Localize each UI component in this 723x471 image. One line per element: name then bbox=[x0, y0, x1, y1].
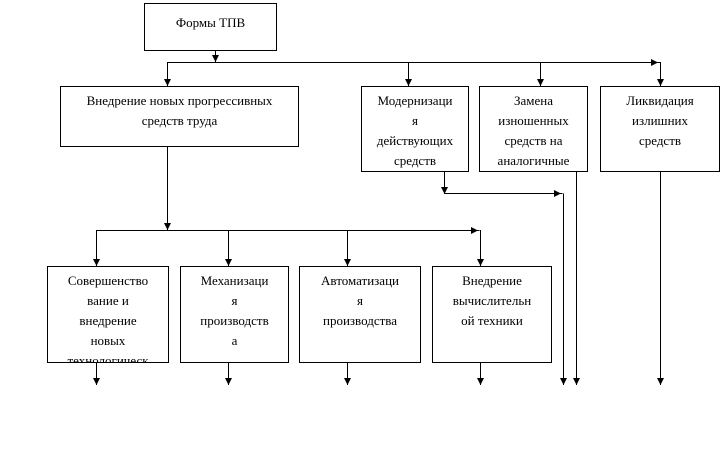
box-new-progressive-means: Внедрение новых прогрессивных средств тр… bbox=[60, 86, 299, 147]
box-automation: Автоматизаци я производства bbox=[299, 266, 421, 363]
box-text-line: средств bbox=[393, 153, 437, 168]
box-text-line: вание и bbox=[87, 293, 129, 308]
box-liquidation: Ликвидация излишних средств bbox=[600, 86, 720, 172]
box-mechanization: Механизаци я производств а bbox=[180, 266, 289, 363]
box-text-line: я bbox=[357, 293, 363, 308]
box-computing-technology: Внедрение вычислительн ой техники bbox=[432, 266, 552, 363]
box-text-line: Внедрение новых прогрессивных bbox=[86, 93, 273, 108]
box-modernization: Модернизаци я действующих средств bbox=[361, 86, 469, 172]
box-text-line: изношенных bbox=[498, 113, 569, 128]
box-text-line: действующих bbox=[376, 133, 454, 148]
box-text-line: производств bbox=[200, 313, 269, 328]
box-text-line: аналогичные bbox=[497, 153, 570, 168]
box-text-line: средств на bbox=[504, 133, 563, 148]
box-text-line: средств труда bbox=[141, 113, 218, 128]
box-text-line: Ликвидация bbox=[626, 93, 694, 108]
box-text-line: я bbox=[231, 293, 238, 308]
box-text-line: средств bbox=[638, 133, 682, 148]
box-text-line: ой техники bbox=[461, 313, 523, 328]
box-text-line: производства bbox=[322, 313, 398, 328]
box-technology-improvement: Совершенство вание и внедрение новых тех… bbox=[47, 266, 169, 363]
box-replacement: Замена изношенных средств на аналогичные bbox=[479, 86, 588, 172]
box-text-line: я bbox=[412, 113, 418, 128]
box-text-line: Замена bbox=[513, 93, 553, 108]
box-text-line: вычислительн bbox=[452, 293, 532, 308]
box-text-line: технологическ bbox=[67, 353, 149, 363]
box-text-line: новых bbox=[90, 333, 126, 348]
box-text-line: Совершенство bbox=[67, 273, 149, 288]
root-label: Формы ТПВ bbox=[175, 15, 246, 30]
box-text-line: внедрение bbox=[79, 313, 137, 328]
root-box: Формы ТПВ bbox=[144, 3, 277, 51]
box-text-line: излишних bbox=[632, 113, 688, 128]
box-text-line: а bbox=[231, 333, 238, 348]
box-text-line: Модернизаци bbox=[377, 93, 453, 108]
box-text-line: Механизаци bbox=[200, 273, 269, 288]
box-text-line: Внедрение bbox=[462, 273, 522, 288]
box-text-line: Автоматизаци bbox=[321, 273, 399, 288]
